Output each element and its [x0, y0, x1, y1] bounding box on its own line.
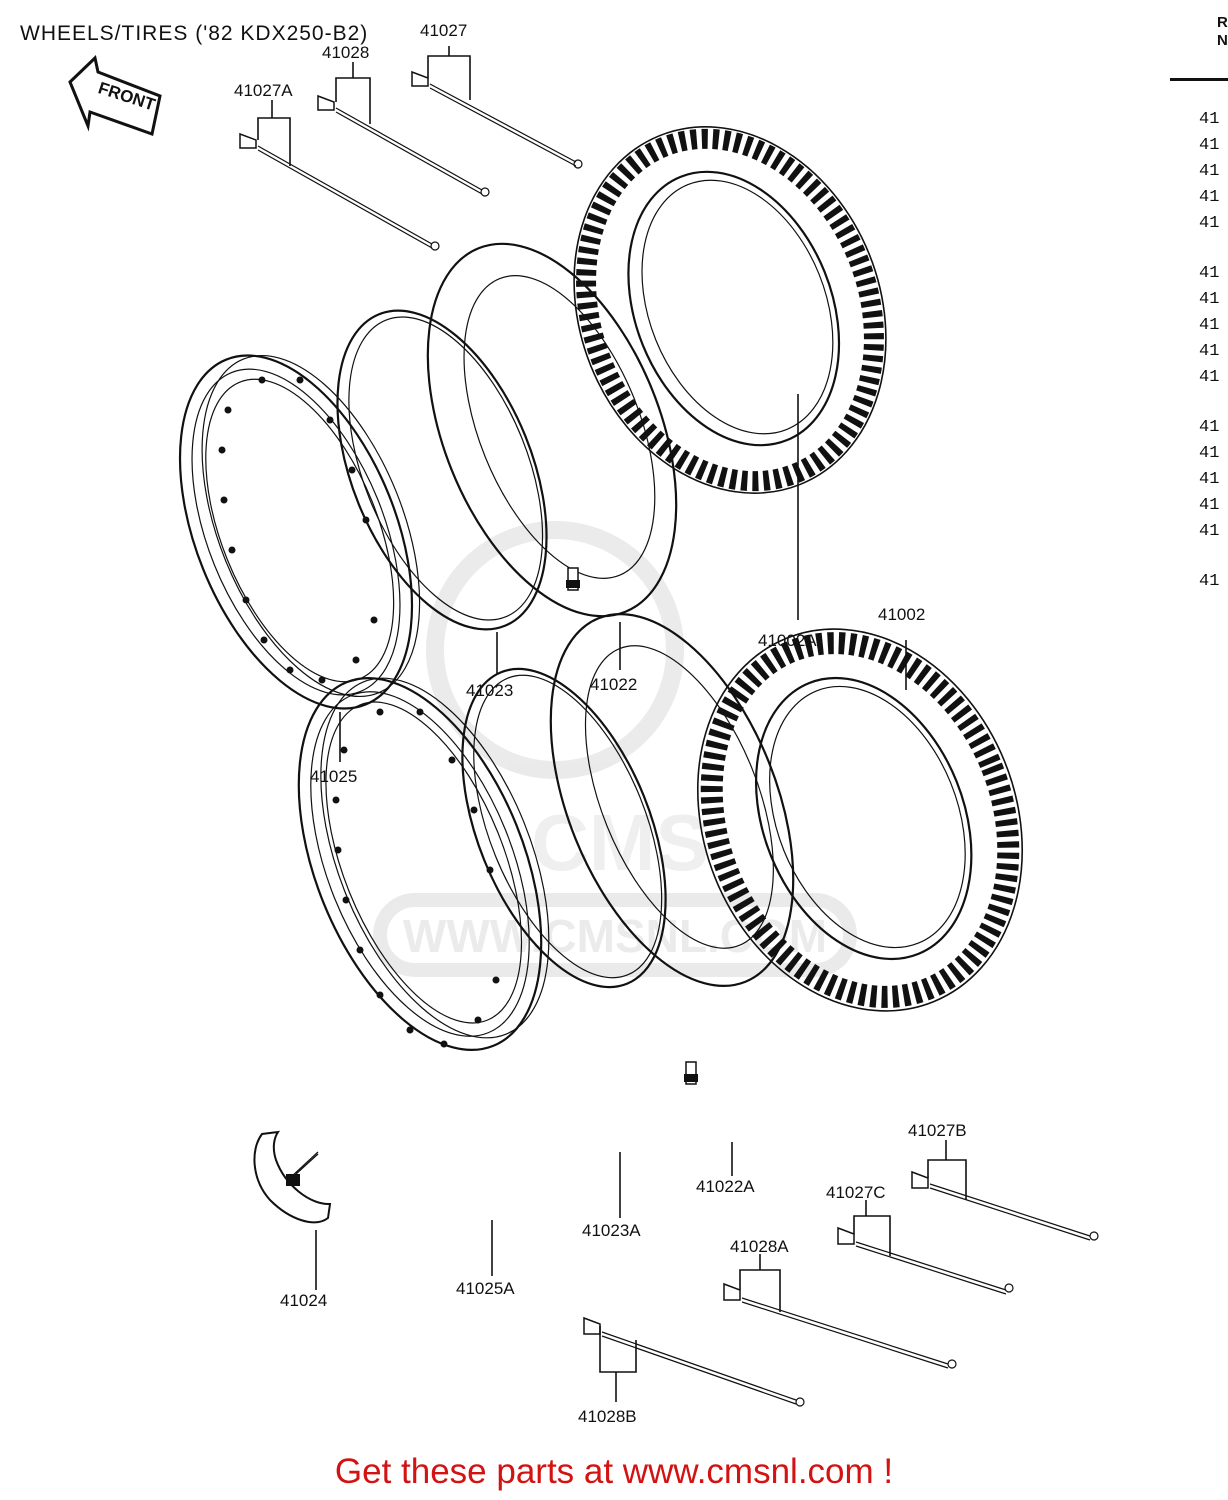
parts-list-item: 41 [1199, 214, 1220, 233]
leaders-lower [315, 1140, 967, 1402]
tire-41002A [573, 126, 887, 494]
label-41022: 41022 [590, 675, 637, 694]
parts-list-item: 41 [1199, 110, 1220, 129]
rim-41025A-holes [332, 708, 500, 1048]
parts-list-item: 41 [1199, 136, 1220, 155]
spokes-upper [239, 70, 583, 251]
part-labels: 41027 41028 41027A 41002A 41002 41022 41… [234, 21, 967, 1426]
footer-link[interactable]: Get these parts at www.cmsnl.com ! [334, 1452, 894, 1491]
label-41027A: 41027A [234, 81, 293, 100]
parts-list-header-n: N [1217, 32, 1228, 49]
label-41028A: 41028A [730, 1237, 789, 1256]
parts-list-item: 41 [1199, 188, 1220, 207]
parts-list-item: 41 [1199, 496, 1220, 515]
label-41023A: 41023A [582, 1221, 641, 1240]
label-41024: 41024 [280, 1291, 327, 1310]
tube-41022 [426, 242, 678, 618]
label-41002A: 41002A [758, 631, 817, 650]
valve-41022A [684, 1061, 698, 1085]
tube-41022A [549, 613, 795, 987]
watermark-logo: WWW.CMSNL.COM CMS [373, 521, 857, 977]
spokes-lower [583, 1170, 1099, 1407]
rim-41025-holes [218, 376, 378, 684]
rim-41025A [297, 677, 550, 1051]
label-41002: 41002 [878, 605, 925, 624]
page-title: WHEELS/TIRES ('82 KDX250-B2) [20, 22, 369, 45]
parts-list-item: 41 [1199, 290, 1220, 309]
label-41027: 41027 [420, 21, 467, 40]
parts-list-item: 41 [1199, 264, 1220, 283]
parts-list-header-r: R [1217, 14, 1228, 31]
parts-list-rule [1170, 78, 1228, 81]
parts-list-item: 41 [1199, 162, 1220, 181]
parts-list-column: R N 41 41 41 41 41 41 41 41 41 41 41 41 … [1195, 0, 1228, 620]
parts-list-item: 41 [1199, 368, 1220, 387]
label-41028B: 41028B [578, 1407, 637, 1426]
parts-list-item: 41 [1199, 470, 1220, 489]
label-41025A: 41025A [456, 1279, 515, 1298]
label-41027C: 41027C [826, 1183, 886, 1202]
rim-lock-41024 [253, 1130, 332, 1224]
parts-list-item: 41 [1199, 342, 1220, 361]
rim-band-41023A [461, 667, 667, 989]
parts-list-item: 41 [1199, 572, 1220, 591]
label-41023: 41023 [466, 681, 513, 700]
valve-41022 [566, 567, 580, 591]
label-41027B: 41027B [908, 1121, 967, 1140]
label-41028: 41028 [322, 43, 369, 62]
rim-band-41023 [336, 309, 548, 631]
tire-41002 [696, 628, 1024, 1012]
label-41025: 41025 [310, 767, 357, 786]
label-41022A: 41022A [696, 1177, 755, 1196]
parts-list-item: 41 [1199, 316, 1220, 335]
parts-list-item: 41 [1199, 444, 1220, 463]
parts-list-item: 41 [1199, 522, 1220, 541]
parts-list-item: 41 [1199, 418, 1220, 437]
front-arrow: FRONT [68, 55, 162, 136]
watermark-logo-text: CMS [531, 798, 709, 887]
leaders-upper-spokes [257, 46, 471, 166]
